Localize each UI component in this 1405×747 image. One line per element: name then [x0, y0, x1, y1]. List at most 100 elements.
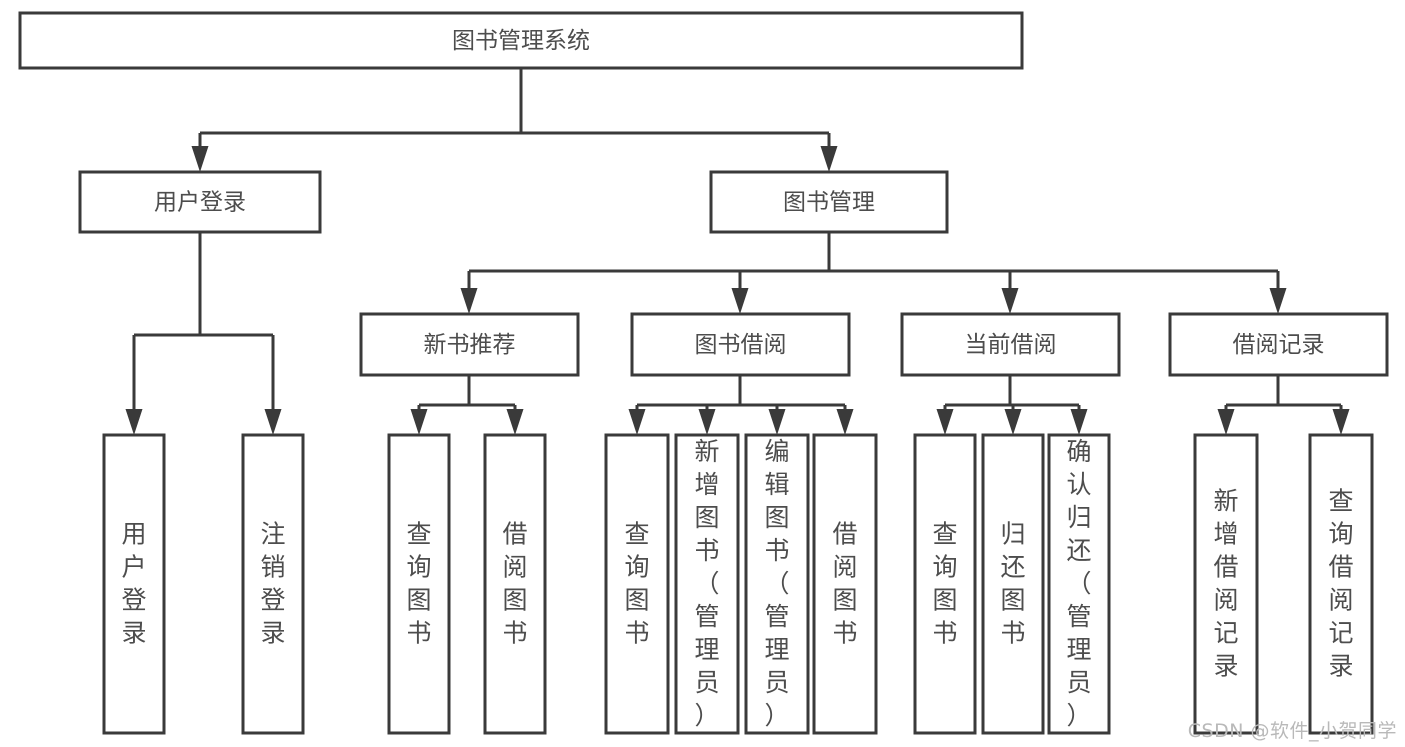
node-root[interactable]: 图书管理系统: [18, 11, 1024, 70]
connector-arrowhead: [820, 146, 838, 172]
connector-arrowhead: [460, 288, 478, 314]
node-borrow-record-box[interactable]: [1168, 312, 1389, 377]
connector-arrowhead: [698, 409, 716, 435]
node-leaf-edit-book-admin-box[interactable]: [744, 433, 810, 735]
connector-arrowhead: [410, 409, 428, 435]
node-leaf-user-logout-label-char: 注: [260, 520, 285, 549]
node-leaf-add-book-admin-label-char: 理: [694, 635, 719, 664]
node-leaf-add-borrow-record-box[interactable]: [1193, 433, 1259, 735]
node-leaf-query-book-current-label-char: 询: [932, 553, 957, 582]
node-borrow-record[interactable]: 借阅记录: [1168, 312, 1389, 377]
node-leaf-query-borrow-record-label-char: 阅: [1328, 586, 1353, 615]
node-leaf-return-book-box[interactable]: [981, 433, 1045, 735]
node-leaf-borrow-book-label-char: 书: [832, 619, 857, 648]
node-root-label: 图书管理系统: [452, 28, 590, 54]
node-new-book-recommend-box[interactable]: [359, 312, 580, 377]
node-leaf-query-borrow-record-label-char: 借: [1328, 553, 1353, 582]
node-current-borrow[interactable]: 当前借阅: [900, 312, 1121, 377]
node-leaf-query-book-current-label-char: 书: [932, 619, 957, 648]
connector-arrowhead: [1004, 409, 1022, 435]
connector-arrowhead: [936, 409, 954, 435]
node-leaf-query-borrow-record-label-char: 记: [1328, 619, 1353, 648]
node-leaf-add-borrow-record-label-char: 录: [1213, 652, 1238, 681]
connector-arrowhead: [768, 409, 786, 435]
node-leaf-query-book-current-label-char: 查: [932, 520, 957, 549]
node-leaf-borrow-book-rec-box[interactable]: [483, 433, 547, 735]
node-leaf-confirm-return-admin-label-char: 认: [1066, 470, 1091, 499]
node-leaf-query-book-current-label-char: 图: [932, 586, 957, 615]
node-leaf-query-book-current-box[interactable]: [913, 433, 977, 735]
node-leaf-user-login-label-char: 用: [121, 520, 146, 549]
node-leaf-edit-book-admin-label-char: 理: [764, 635, 789, 664]
node-leaf-user-logout-box[interactable]: [241, 433, 305, 735]
node-user-login[interactable]: 用户登录: [78, 170, 322, 234]
node-leaf-add-borrow-record-label-char: 新: [1213, 487, 1238, 516]
node-leaf-query-book-borrow-box[interactable]: [604, 433, 670, 735]
node-leaf-query-book-rec-label-char: 查: [406, 520, 431, 549]
connector-arrowhead: [191, 146, 209, 172]
node-user-login-box[interactable]: [78, 170, 322, 234]
node-leaf-add-book-admin-label-char: 管: [694, 602, 719, 631]
connector-arrowhead: [1217, 409, 1235, 435]
node-leaf-borrow-book-rec-label-char: 书: [502, 619, 527, 648]
node-leaf-add-borrow-record-label-char: 阅: [1213, 586, 1238, 615]
node-leaf-query-borrow-record-box[interactable]: [1308, 433, 1374, 735]
node-leaf-user-logout-label-char: 销: [260, 553, 285, 582]
node-leaf-borrow-book-label-char: 借: [832, 520, 857, 549]
node-book-borrow-box[interactable]: [630, 312, 851, 377]
node-leaf-query-book-borrow-label-char: 书: [624, 619, 649, 648]
node-leaf-user-login-label-char: 录: [121, 619, 146, 648]
node-book-management-box[interactable]: [709, 170, 949, 234]
node-leaf-query-book-rec-label-char: 询: [406, 553, 431, 582]
node-leaf-edit-book-admin-label-char: 管: [764, 602, 789, 631]
node-leaf-borrow-book-box[interactable]: [812, 433, 878, 735]
node-leaf-confirm-return-admin-box[interactable]: [1047, 433, 1111, 735]
node-leaf-user-login[interactable]: 用户登录: [102, 433, 166, 735]
connector-arrowhead: [836, 409, 854, 435]
node-leaf-edit-book-admin-label-char: （: [764, 569, 789, 598]
node-leaf-query-book-rec-box[interactable]: [387, 433, 451, 735]
node-leaf-confirm-return-admin-label-char: （: [1066, 569, 1091, 598]
node-book-management-label: 图书管理: [783, 190, 875, 216]
node-leaf-add-borrow-record-label-char: 增: [1213, 520, 1238, 549]
node-current-borrow-box[interactable]: [900, 312, 1121, 377]
connector-arrowhead: [731, 288, 749, 314]
connector-layer: [125, 68, 1350, 435]
node-leaf-add-book-admin-label-char: ）: [694, 701, 719, 730]
node-book-borrow[interactable]: 图书借阅: [630, 312, 851, 377]
node-leaf-add-borrow-record-label-char: 借: [1213, 553, 1238, 582]
node-root-box[interactable]: [18, 11, 1024, 70]
node-leaf-edit-book-admin-label-char: 员: [764, 668, 789, 697]
node-leaf-return-book-label-char: 图: [1000, 586, 1025, 615]
node-leaf-borrow-book-label-char: 阅: [832, 553, 857, 582]
node-book-management[interactable]: 图书管理: [709, 170, 949, 234]
node-leaf-borrow-book-rec-label-char: 阅: [502, 553, 527, 582]
node-leaf-user-logout-label-char: 录: [260, 619, 285, 648]
node-current-borrow-label: 当前借阅: [965, 332, 1057, 358]
node-leaf-add-book-admin-box[interactable]: [674, 433, 740, 735]
node-leaf-add-borrow-record-label-char: 记: [1213, 619, 1238, 648]
node-leaf-query-borrow-record-label-char: 查: [1328, 487, 1353, 516]
node-leaf-confirm-return-admin-label-char: 管: [1066, 602, 1091, 631]
node-leaf-user-login-box[interactable]: [102, 433, 166, 735]
connector-arrowhead: [1070, 409, 1088, 435]
connector-arrowhead: [1332, 409, 1350, 435]
connector-arrowhead: [264, 409, 282, 435]
node-new-book-recommend[interactable]: 新书推荐: [359, 312, 580, 377]
node-leaf-confirm-return-admin-label-char: 还: [1066, 536, 1091, 565]
node-leaf-confirm-return-admin-label-char: 员: [1066, 668, 1091, 697]
node-leaf-confirm-return-admin-label-char: 理: [1066, 635, 1091, 664]
